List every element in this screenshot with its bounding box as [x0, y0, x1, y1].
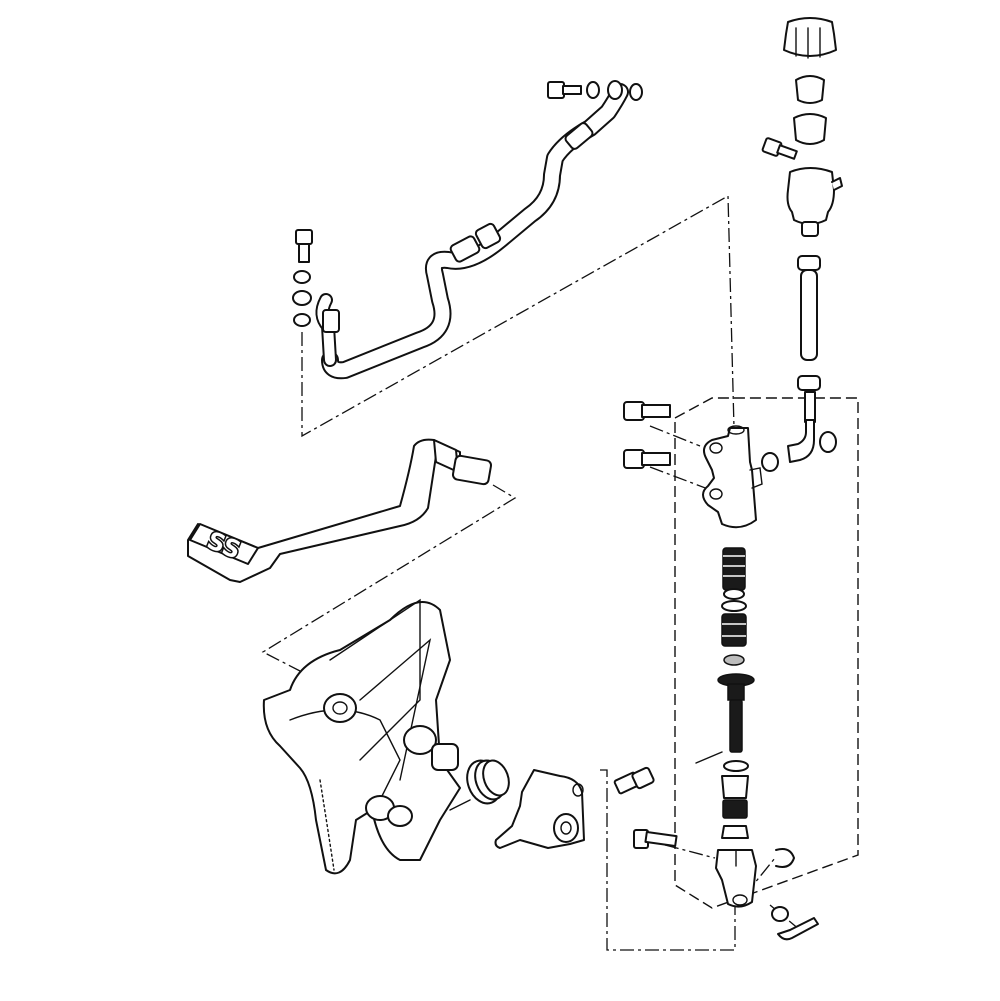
- master-cylinder-side-port: [749, 467, 763, 489]
- reservoir-cap: [783, 17, 837, 57]
- lower-banjo-eye: [292, 290, 312, 306]
- pedal-pivot-shaft: [451, 454, 493, 486]
- reservoir-hose-tail: [804, 391, 816, 423]
- dust-boot-lower: [722, 799, 748, 819]
- pivot-bracket: [494, 766, 655, 849]
- inlet-elbow: [787, 419, 815, 463]
- piston-internals: [695, 547, 755, 839]
- master-cylinder-port: [727, 425, 745, 435]
- frame-bracket-rib-1: [329, 598, 421, 761]
- reservoir-body: [786, 167, 835, 225]
- frame-pivot-boss-lower: [403, 725, 437, 755]
- clevis-cotter-pin: [777, 917, 819, 941]
- frame-pivot-hole-upper: [332, 701, 348, 715]
- master-cylinder-body: [702, 427, 757, 529]
- reservoir-hose: [800, 269, 818, 361]
- pivot-bracket-upper-hole: [572, 783, 584, 797]
- leader-clevis-pin: [664, 844, 716, 859]
- upper-washer-1: [586, 81, 600, 99]
- lower-washer-1: [293, 270, 311, 284]
- pivot-bolt-head: [631, 766, 655, 790]
- pedal-arm: [187, 438, 461, 583]
- leader-bracket-to-clevis: [600, 769, 736, 951]
- frame-edge-texture: [319, 779, 335, 871]
- frame-pivot-stub: [431, 743, 459, 771]
- pedal-pad: [189, 523, 259, 565]
- upper-washer-2: [629, 83, 643, 101]
- upper-banjo-bolt-head: [547, 81, 565, 99]
- clevis-assembly: [633, 829, 819, 941]
- hose-clamp-lower: [797, 375, 821, 391]
- inlet-o-ring: [761, 452, 779, 472]
- spring-tail: [449, 799, 471, 811]
- clevis-pin-shaft: [644, 830, 678, 848]
- brake-pedal: SS: [187, 438, 493, 583]
- lower-banjo-bolt-head: [295, 229, 313, 245]
- leader-bolt-upper: [649, 425, 701, 447]
- reservoir-outlet: [801, 221, 819, 237]
- primary-cup: [721, 600, 747, 612]
- inlet-fittings: [761, 419, 837, 472]
- hose-clamp-upper: [797, 255, 821, 271]
- reservoir-diaphragm: [793, 113, 827, 145]
- pushrod-collar: [727, 683, 745, 701]
- pivot-bracket-hole: [560, 821, 572, 835]
- secondary-cup: [723, 654, 745, 666]
- clevis: [715, 849, 757, 908]
- reservoir-stack: [783, 17, 843, 423]
- mount-bolt-upper-thread: [641, 404, 671, 418]
- cotter-pin: [695, 751, 723, 764]
- brake-hose: [315, 83, 629, 380]
- lower-washer-2: [293, 313, 311, 327]
- return-spring: [722, 547, 746, 591]
- piston: [721, 613, 747, 647]
- mount-bolt-lower-thread: [641, 452, 671, 466]
- frame-bracket-outline: [262, 601, 461, 875]
- spring-coil-3: [482, 759, 510, 797]
- inlet-plug: [819, 431, 837, 453]
- spring-seat: [723, 588, 745, 600]
- reservoir-screw: [761, 137, 798, 160]
- upper-banjo-fittings: [547, 80, 643, 101]
- master-cylinder-mount-hole-upper: [709, 442, 723, 454]
- reservoir-plate: [795, 75, 825, 104]
- pushrod: [729, 699, 743, 753]
- hose-mid-clamp: [449, 235, 481, 263]
- lower-banjo-bolt-shank: [298, 243, 310, 263]
- upper-banjo-bolt-shank: [562, 85, 582, 95]
- frame-boss-bottom-2: [387, 805, 413, 827]
- pivot-bracket-boss: [553, 813, 579, 843]
- lower-banjo-fittings: [292, 229, 313, 327]
- locknut: [721, 825, 749, 839]
- clevis-pin-hole: [732, 894, 748, 906]
- clevis-washer: [771, 906, 789, 922]
- leader-hose-to-master-cylinder: [301, 194, 735, 438]
- mount-bolt-lower: [623, 449, 671, 469]
- reservoir-screw-shank: [776, 144, 798, 160]
- hose-upper-crimp: [564, 122, 594, 150]
- upper-banjo-eye: [607, 80, 623, 100]
- hose-lower-crimp: [322, 309, 340, 333]
- master-cylinder-assembly-boundary: [674, 397, 859, 909]
- leader-pedal-to-frame: [261, 484, 517, 672]
- hose-mid-collar: [474, 222, 502, 250]
- retaining-clip: [775, 848, 795, 868]
- dust-boot-upper: [721, 775, 749, 799]
- pedal-return-spring: [449, 759, 510, 811]
- dust-boot-ring: [723, 760, 749, 772]
- frame-pivot-boss-upper: [323, 693, 357, 723]
- frame-bracket: [262, 598, 461, 875]
- master-cylinder: [623, 401, 763, 529]
- master-cylinder-mount-hole-lower: [709, 488, 723, 500]
- reservoir-mount-tab: [831, 177, 843, 191]
- mount-bolt-upper: [623, 401, 671, 421]
